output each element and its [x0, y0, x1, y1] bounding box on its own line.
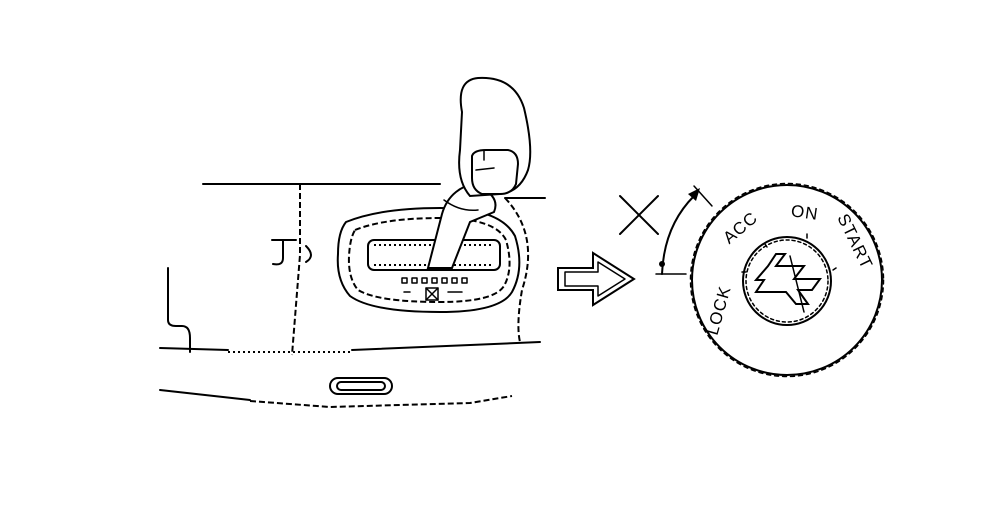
console-illustration: [159, 76, 546, 409]
ignition-switch: LOCK ACC ON START: [619, 182, 885, 378]
hand-icon: [426, 76, 532, 269]
key-slot-icon: [753, 253, 822, 313]
position-label-acc: ACC: [719, 208, 761, 248]
direction-arrow-icon: [557, 251, 636, 307]
rotation-arrow-icon: [655, 185, 713, 275]
position-label-start: START: [833, 211, 876, 272]
position-label-lock: LOCK: [703, 284, 735, 338]
prohibited-x-icon: [619, 195, 659, 235]
position-label-on: ON: [790, 201, 820, 224]
gear-position-markers: [401, 277, 468, 301]
